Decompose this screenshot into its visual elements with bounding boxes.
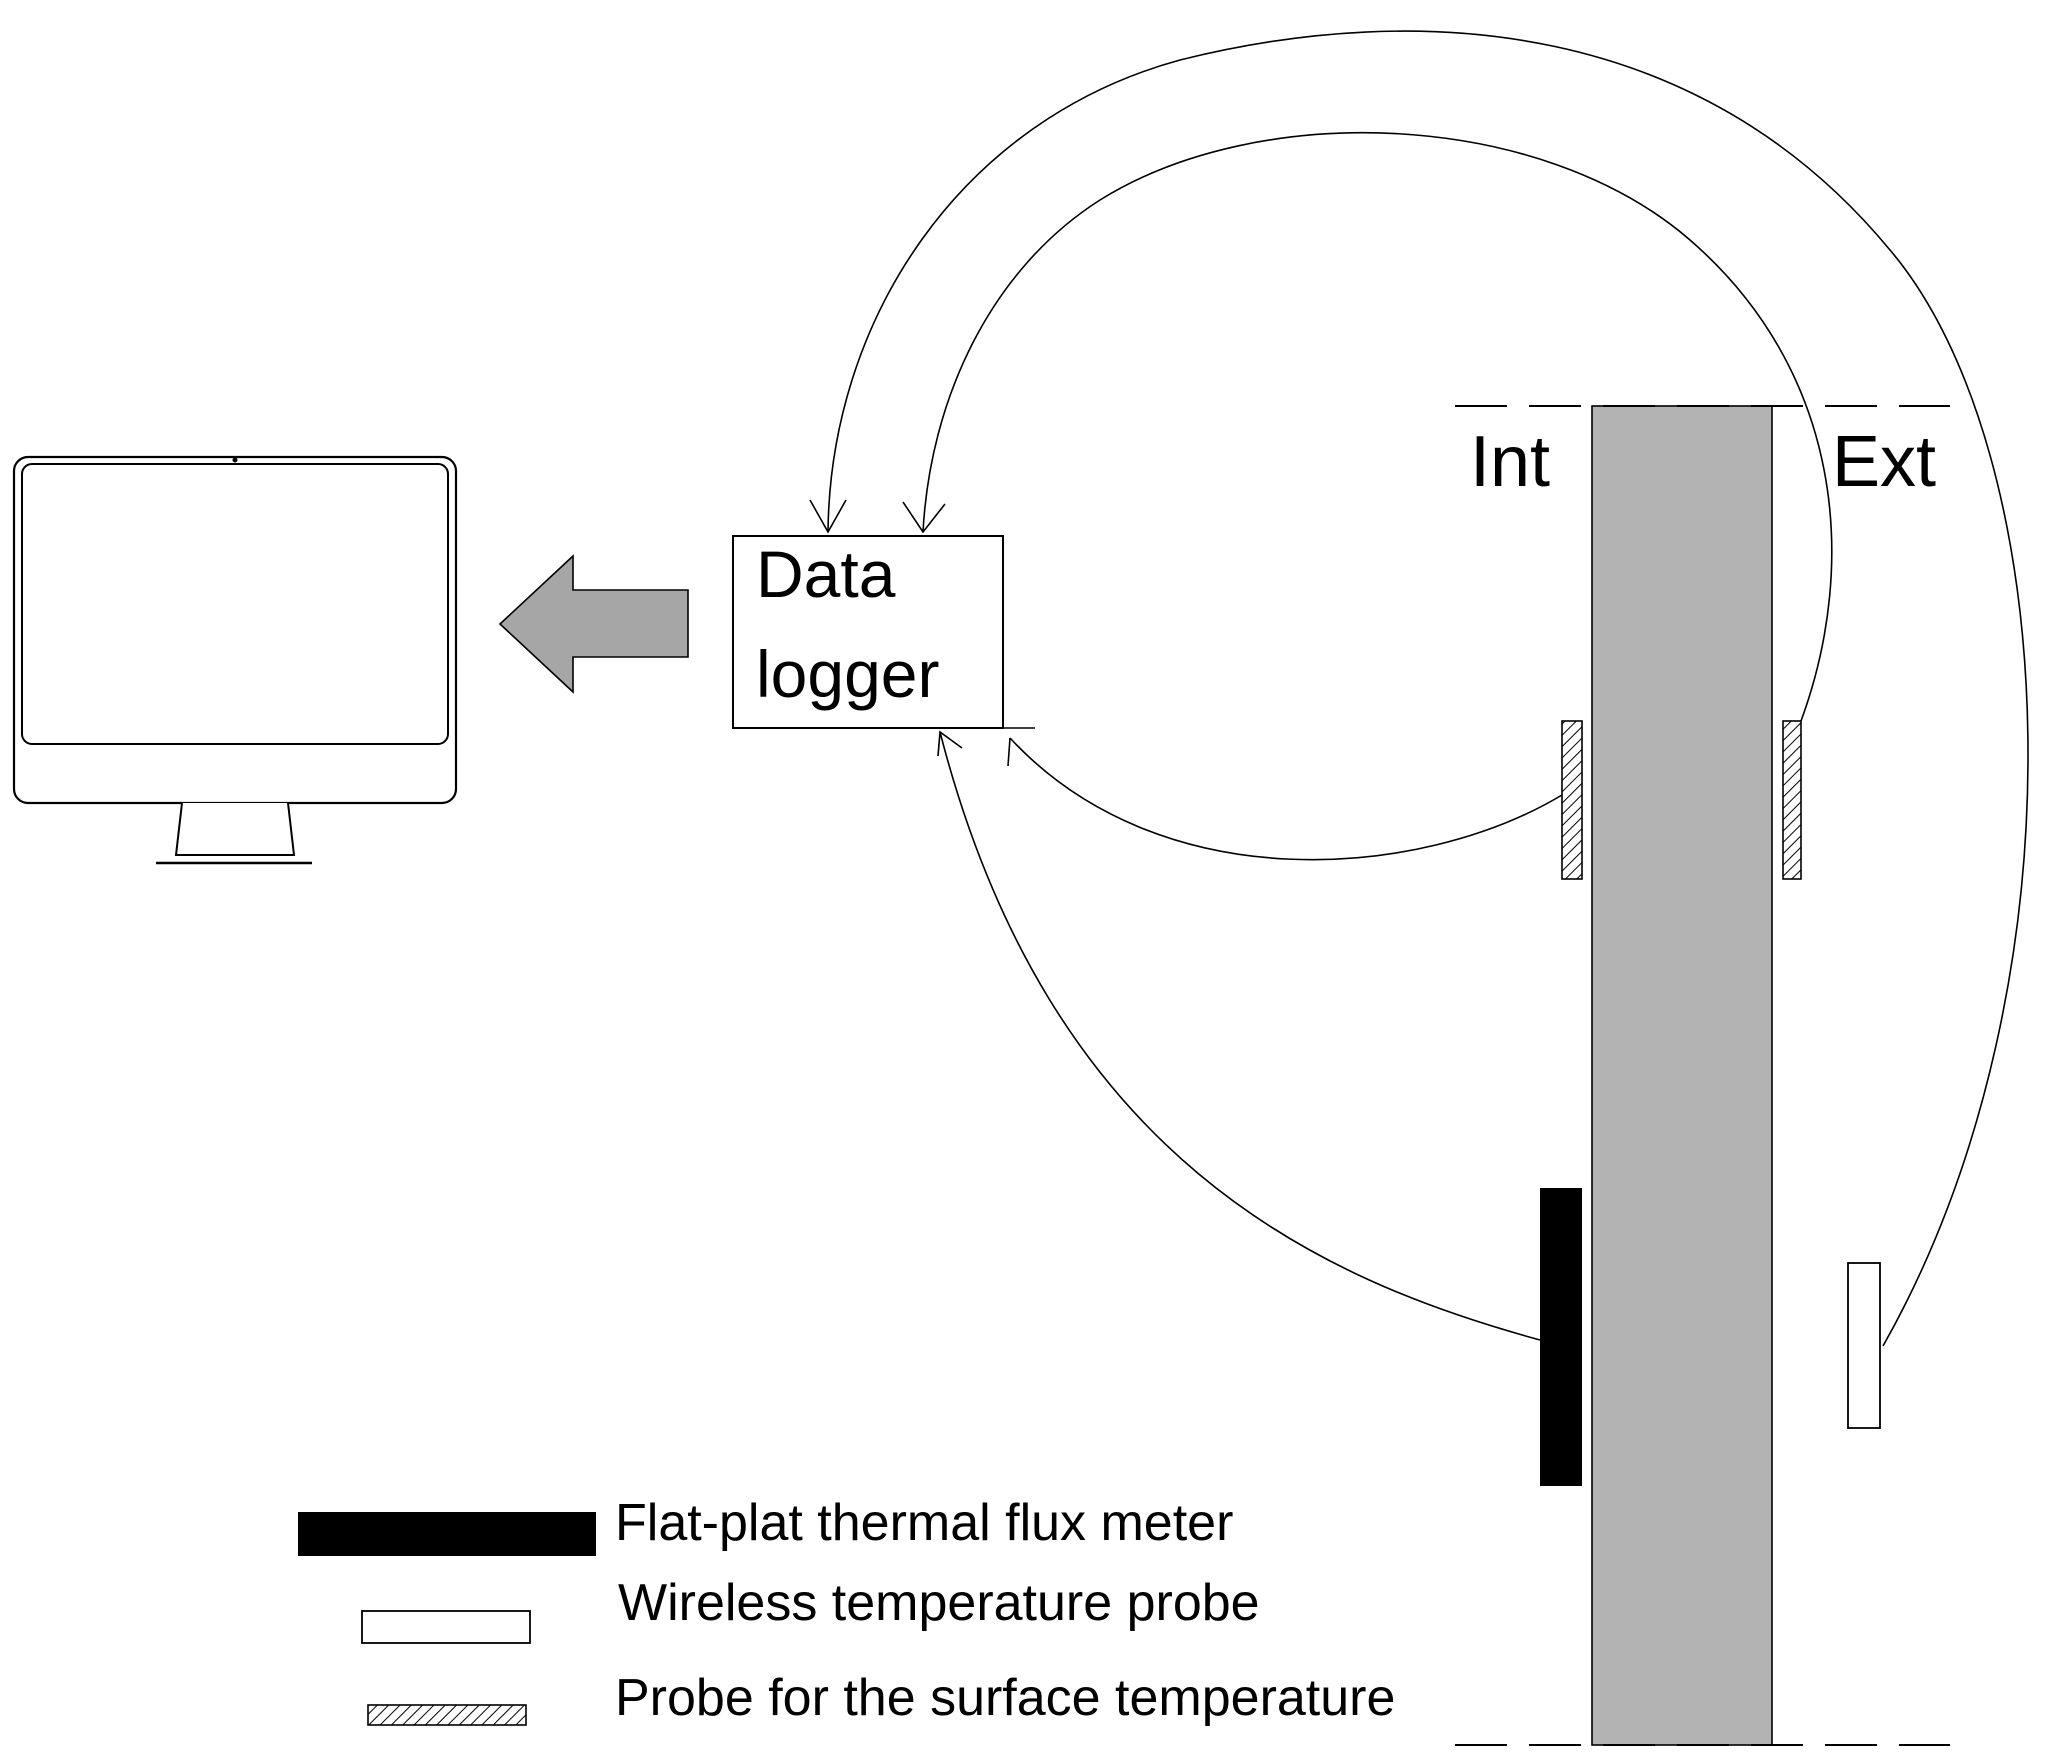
cable-wireless-probe-to-logger [827,30,2029,1347]
interior-label: Int [1470,422,1550,502]
exterior-label: Ext [1832,422,1936,502]
arrowhead-wireless-cable [809,499,847,534]
wireless-temperature-probe [1847,1262,1881,1429]
wall [1591,405,1773,1746]
monitor-icon [12,455,458,865]
cable-flux-meter-to-logger [939,731,1541,1341]
interior-surface-temperature-probe [1561,720,1583,880]
flat-plate-thermal-flux-meter [1540,1188,1582,1486]
data-logger-label-line2: logger [756,637,939,711]
legend-symbol-surface-probe [367,1704,527,1726]
monitor-camera [232,457,238,463]
exterior-surface-temperature-probe [1782,720,1802,880]
arrowhead-interior-surface-cable [1007,737,1011,767]
arrowhead-exterior-surface-cable [902,501,946,534]
monitor-screen [21,463,449,745]
left-arrow-icon [498,554,689,694]
data-logger: Data logger [732,535,1035,729]
legend-label-flux-meter: Flat-plat thermal flux meter [615,1494,1233,1552]
legend-label-surface-probe: Probe for the surface temperature [615,1669,1395,1727]
data-logger-label-line1: Data [756,537,896,611]
cable-exterior-surface-probe-to-logger [922,132,1833,722]
legend-symbol-wireless-probe [361,1610,531,1644]
data-logger-box [732,535,1004,729]
legend: Flat-plat thermal flux meter Wireless te… [298,1494,1395,1727]
legend-symbol-flux-meter [298,1512,596,1556]
cable-interior-surface-probe-to-logger [1009,737,1563,861]
monitor-stand [174,802,296,856]
arrowhead-flux-meter-cable [937,730,963,757]
legend-label-wireless-probe: Wireless temperature probe [618,1574,1260,1632]
